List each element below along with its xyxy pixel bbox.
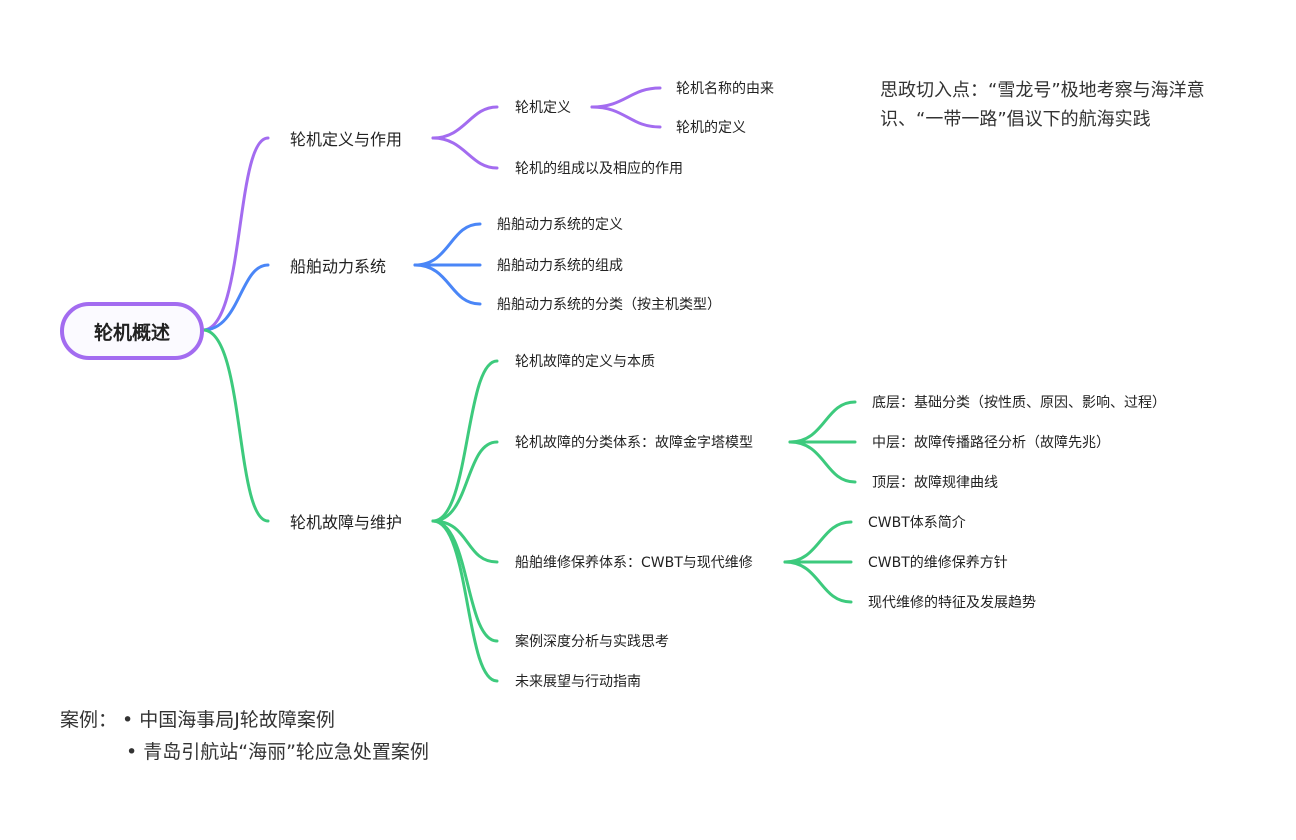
root-node[interactable]: 轮机概述	[60, 302, 204, 360]
node-power-classification[interactable]: 船舶动力系统的分类（按主机类型）	[497, 297, 721, 313]
node-pyramid-top[interactable]: 顶层：故障规律曲线	[872, 475, 998, 491]
link-fault-5	[431, 519, 499, 683]
node-engine-definition-role[interactable]: 轮机定义与作用	[290, 130, 403, 149]
link-pyr-1	[788, 400, 857, 444]
node-future-outlook[interactable]: 未来展望与行动指南	[515, 674, 641, 690]
node-power-composition[interactable]: 船舶动力系统的组成	[497, 258, 623, 274]
link-pyr-3	[788, 440, 857, 484]
link-root-power	[201, 263, 270, 332]
link-root-fault	[201, 328, 270, 523]
node-engine-composition[interactable]: 轮机的组成以及相应的作用	[515, 161, 683, 177]
link-cwbt-3	[783, 560, 853, 604]
link-root-def	[201, 136, 270, 332]
node-modern-maintenance[interactable]: 现代维修的特征及发展趋势	[868, 595, 1036, 611]
link-fault-1	[431, 359, 499, 523]
node-cwbt-policy[interactable]: CWBT的维修保养方针	[868, 555, 1008, 571]
node-fault-def[interactable]: 轮机故障的定义与本质	[515, 354, 655, 370]
node-case-analysis[interactable]: 案例深度分析与实践思考	[515, 634, 669, 650]
link-def-2	[431, 136, 499, 170]
cases-label: 案例：	[60, 709, 118, 731]
node-fault-pyramid[interactable]: 轮机故障的分类体系：故障金字塔模型	[515, 435, 753, 451]
link-def-1	[431, 105, 499, 140]
node-cwbt-intro[interactable]: CWBT体系简介	[868, 515, 966, 531]
node-fault-maintenance[interactable]: 轮机故障与维护	[290, 513, 403, 532]
node-power-def[interactable]: 船舶动力系统的定义	[497, 217, 623, 233]
node-engine-definition[interactable]: 轮机定义	[515, 100, 571, 116]
node-pyramid-middle[interactable]: 中层：故障传播路径分析（故障先兆）	[872, 435, 1110, 451]
link-dd-2	[590, 105, 662, 129]
node-cwbt-maintenance[interactable]: 船舶维修保养体系：CWBT与现代维修	[515, 555, 753, 571]
link-power-3	[413, 263, 482, 306]
node-name-origin[interactable]: 轮机名称的由来	[676, 81, 774, 97]
node-pyramid-bottom[interactable]: 底层：基础分类（按性质、原因、影响、过程）	[872, 395, 1166, 411]
link-cwbt-1	[783, 520, 853, 564]
cases-block: 案例：• 中国海事局J轮故障案例 • 青岛引航站“海丽”轮应急处置案例	[60, 704, 429, 768]
link-power-1	[413, 222, 482, 267]
link-dd-1	[590, 86, 662, 109]
node-power-system[interactable]: 船舶动力系统	[290, 257, 387, 276]
node-engine-def[interactable]: 轮机的定义	[676, 120, 746, 136]
case-item: • 中国海事局J轮故障案例	[122, 709, 335, 731]
link-fault-3	[431, 519, 499, 564]
case-item: • 青岛引航站“海丽”轮应急处置案例	[126, 741, 429, 763]
ideology-note: 思政切入点：“雪龙号”极地考察与海洋意识、“一带一路”倡议下的航海实践	[880, 80, 1205, 130]
link-fault-2	[431, 440, 499, 523]
root-label: 轮机概述	[93, 321, 170, 344]
